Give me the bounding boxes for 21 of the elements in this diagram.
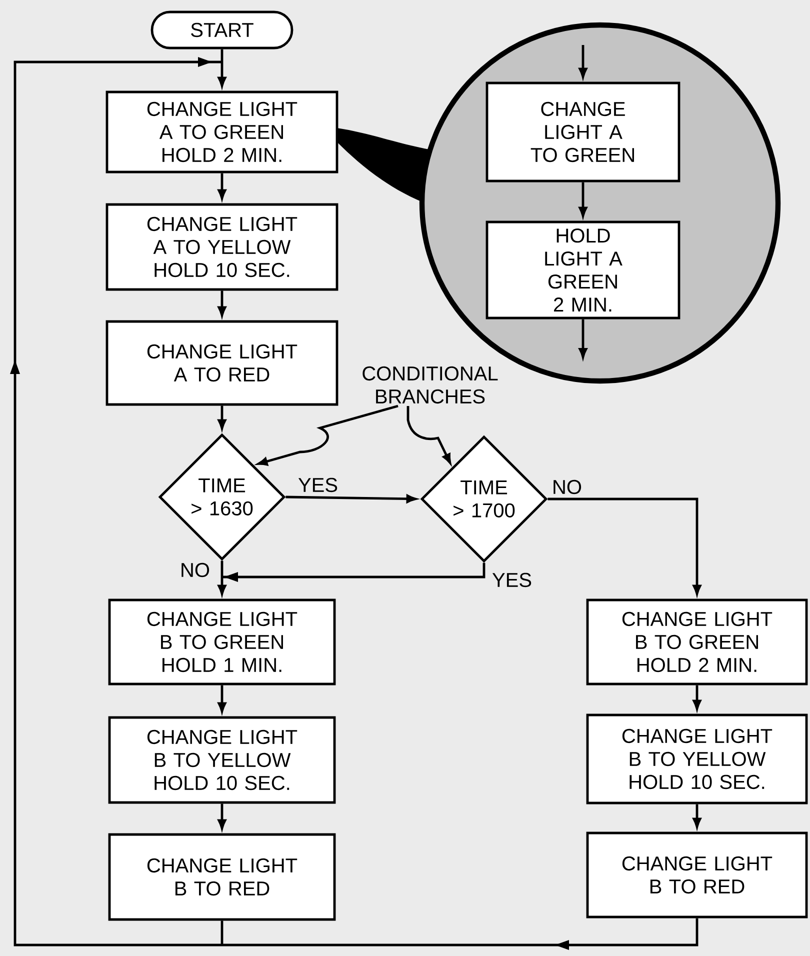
process-box: CHANGE LIGHT B TO RED: [586, 832, 808, 918]
edge-label: YES: [490, 570, 534, 590]
edge-label: NO: [178, 560, 212, 580]
process-box: HOLD LIGHT A GREEN 2 MIN.: [486, 220, 680, 320]
start-terminal: START: [150, 10, 294, 50]
arrow: [222, 562, 486, 582]
annotation-label: CONDITIONAL BRANCHES: [362, 366, 498, 404]
process-box: CHANGE LIGHT B TO RED: [108, 833, 336, 921]
process-box: CHANGE LIGHT A TO GREEN: [486, 82, 680, 182]
process-box: CHANGE LIGHT B TO GREEN HOLD 1 MIN.: [108, 598, 336, 686]
process-box: CHANGE LIGHT A TO RED: [106, 320, 338, 406]
edge-label: YES: [296, 476, 340, 494]
arrow: [222, 918, 698, 950]
arrow: [10, 57, 222, 946]
process-box: CHANGE LIGHT B TO YELLOW HOLD 10 SEC.: [586, 714, 808, 804]
process-box: CHANGE LIGHT A TO GREEN HOLD 2 MIN.: [106, 90, 338, 174]
process-box: CHANGE LIGHT B TO GREEN HOLD 2 MIN.: [586, 598, 808, 686]
leader-arrow: [406, 406, 452, 464]
process-box: CHANGE LIGHT A TO YELLOW HOLD 10 SEC.: [106, 203, 338, 291]
process-box: CHANGE LIGHT B TO YELLOW HOLD 10 SEC.: [108, 716, 336, 804]
edge-label: NO: [550, 478, 584, 496]
